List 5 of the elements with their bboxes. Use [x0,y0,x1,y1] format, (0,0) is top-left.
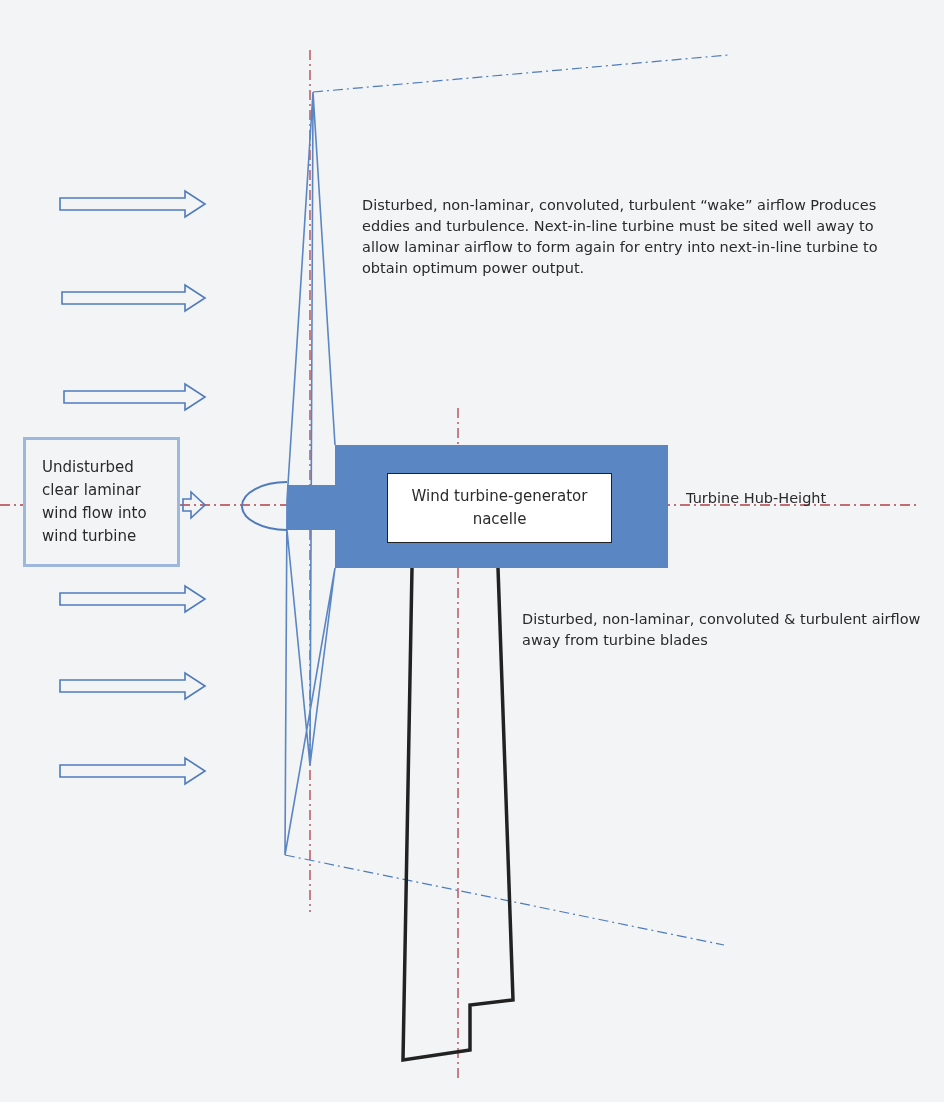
note-text: Disturbed, non-laminar, convoluted & turbulent airflow away from turbine blades [522,610,922,650]
note-box: Undisturbed clear laminar wind flow into wind turbine [23,437,180,567]
nacelle-label-box: Wind turbine-generator nacelle [387,473,612,543]
note-text: Turbine Hub-Height [686,489,828,508]
note-text: Disturbed, non-laminar, convoluted, turbulent “wake” airflow Produces eddies and turbulence. Next-in-line turbine must be sited well away to allow laminar airflow to form again for entry into next-in-line turbine to obtain optimum power output. [362,196,879,278]
